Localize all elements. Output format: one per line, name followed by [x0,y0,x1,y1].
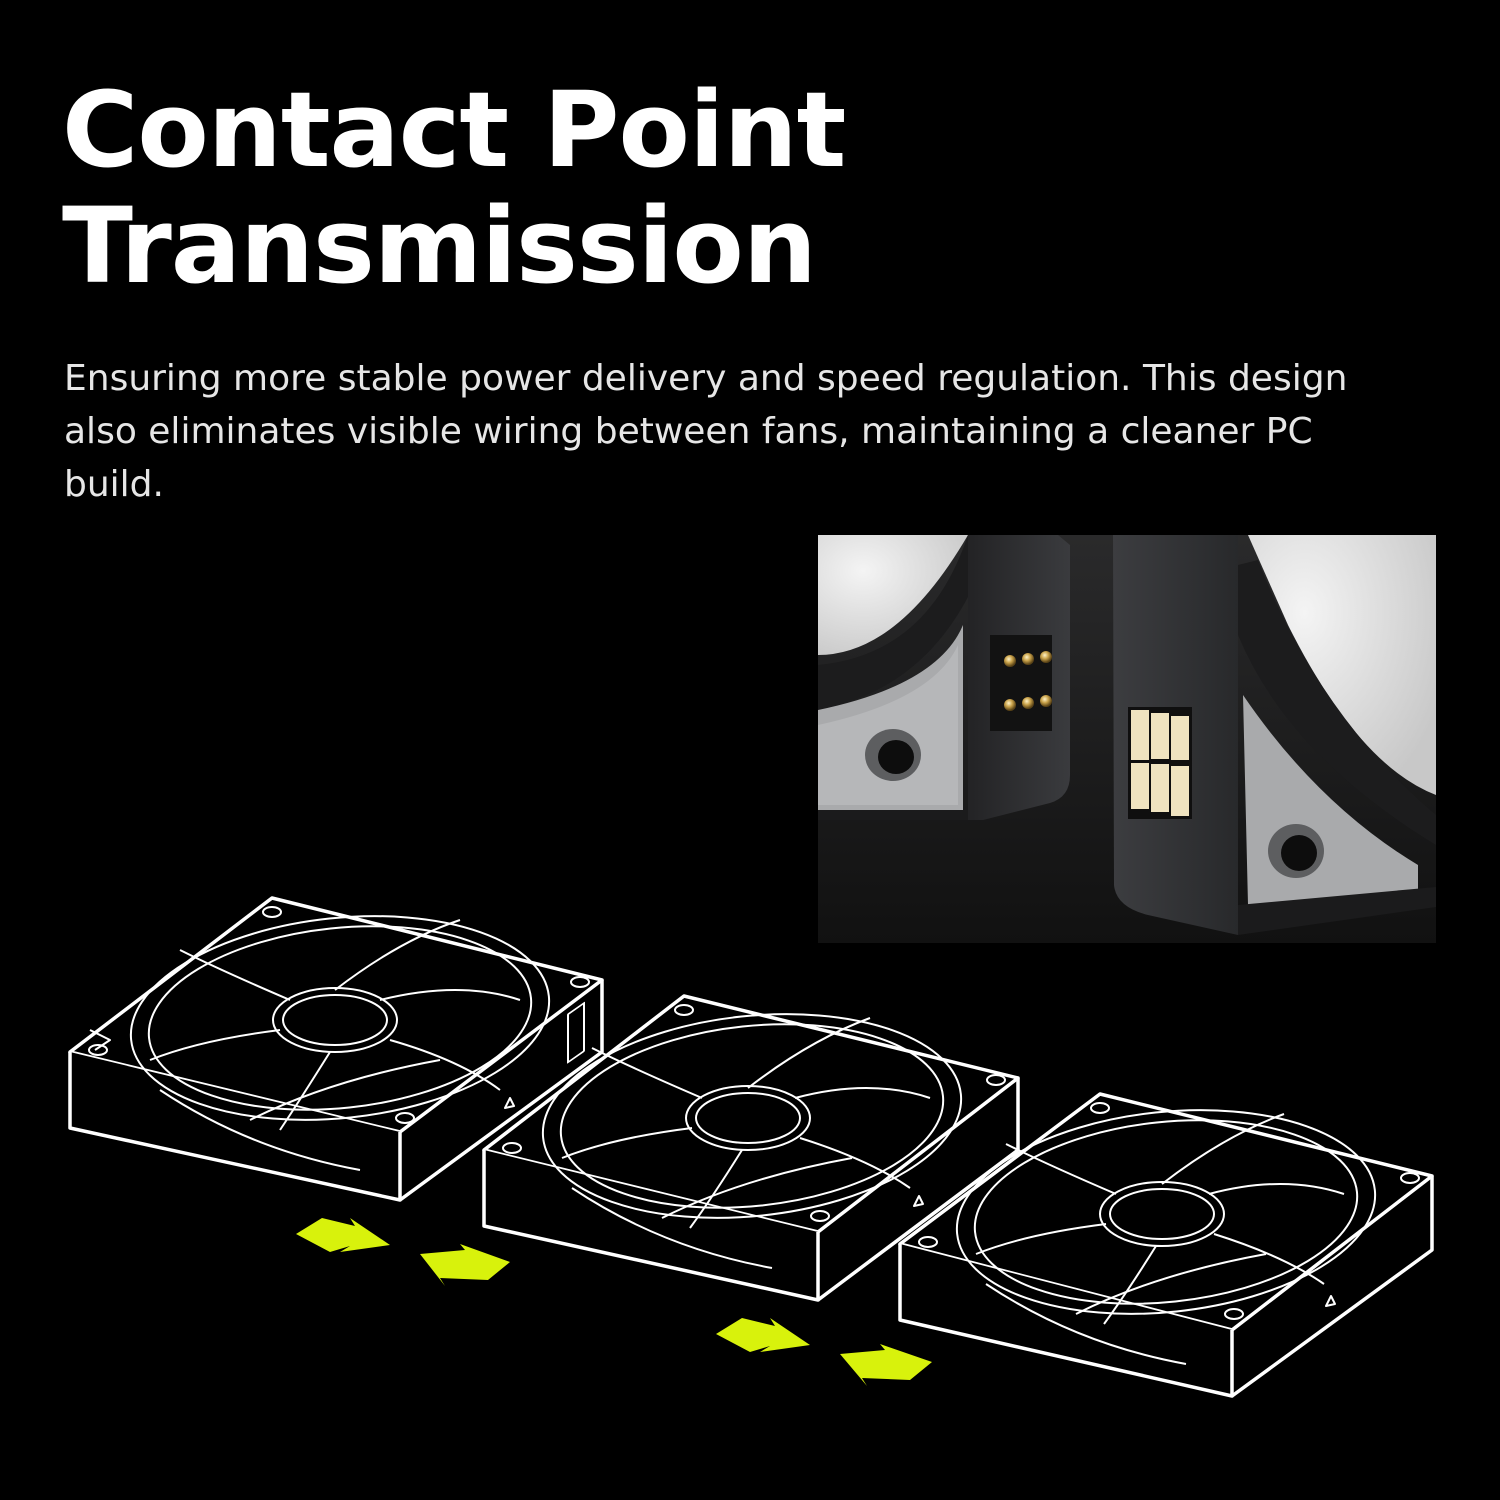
title-line-2: Transmission [62,185,817,307]
fan-connection-diagram [0,880,1500,1440]
fan-1-illustration [68,896,604,1202]
connector-closeup-photo [818,535,1436,943]
arrow-right-icon [296,1218,390,1252]
fan-2-illustration [482,994,1020,1302]
page-title: Contact Point Transmission [62,69,846,307]
description-paragraph: Ensuring more stable power delivery and … [64,358,1348,505]
fan-3-illustration [898,1092,1434,1398]
arrow-left-icon [420,1244,510,1286]
arrow-right-icon [716,1318,810,1352]
title-line-1: Contact Point [62,69,846,191]
arrow-left-icon [840,1344,932,1386]
